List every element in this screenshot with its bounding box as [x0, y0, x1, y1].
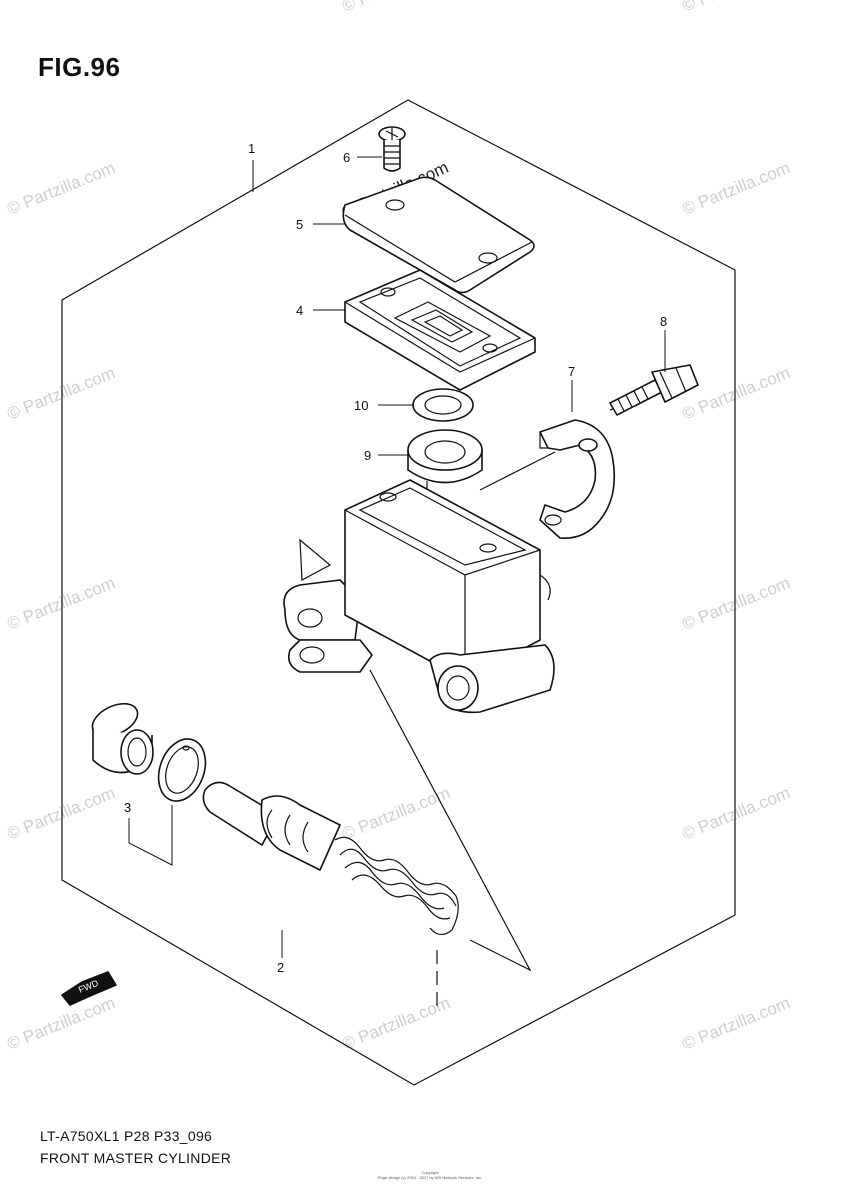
clamp-part-7	[539, 419, 616, 539]
diagram-title: FRONT MASTER CYLINDER	[40, 1150, 232, 1166]
washer-part-10	[412, 388, 474, 422]
watermark: © Partzilla.com	[339, 0, 452, 16]
callout-8: 8	[660, 314, 667, 329]
reservoir-cap-part-5	[342, 176, 535, 294]
watermark: © Partzilla.com	[4, 783, 117, 844]
guide-line	[479, 451, 556, 491]
callout-3: 3	[124, 800, 131, 815]
watermark: © Partzilla.com	[4, 993, 117, 1054]
diaphragm-plate-part-4	[344, 269, 536, 391]
bolt-part-8	[609, 364, 699, 416]
master-cylinder-body	[283, 479, 555, 714]
watermark: © Partzilla.com	[679, 993, 792, 1054]
watermark: © Partzilla.com	[4, 158, 117, 219]
circlip-part-3	[157, 738, 207, 802]
watermark: © Partzilla.com	[679, 158, 792, 219]
copyright-line-1: Copyright	[421, 1170, 439, 1175]
watermark: © Partzilla.com	[339, 993, 452, 1054]
callout-9: 9	[364, 448, 371, 463]
watermark: © Partzilla.com	[679, 783, 792, 844]
watermark: © Partzilla.com	[679, 0, 792, 16]
callout-5: 5	[296, 217, 303, 232]
watermark: © Partzilla.com	[4, 363, 117, 424]
callout-4: 4	[296, 303, 303, 318]
model-code: LT-A750XL1 P28 P33_096	[40, 1128, 213, 1144]
copyright-notice: Copyright Page design (c) 2004 - 2017 by…	[360, 1170, 500, 1180]
watermark: © Partzilla.com	[679, 573, 792, 634]
callout-labels: 1 2 3 4 5 6 7 8 9 10	[124, 141, 667, 975]
watermark: © Partzilla.com	[4, 573, 117, 634]
guide-line	[299, 538, 332, 581]
assembly-outline	[61, 99, 736, 1086]
screw-part-6	[378, 126, 406, 172]
callout-leaders	[128, 156, 666, 958]
seal-part-9	[407, 429, 483, 484]
callout-1: 1	[248, 141, 255, 156]
figure-label: FIG.96	[38, 52, 121, 82]
callout-6: 6	[343, 150, 350, 165]
callout-10: 10	[354, 398, 368, 413]
guide-line	[369, 669, 532, 972]
piston-spring-part-2	[202, 781, 459, 936]
fwd-arrow-icon: FWD	[61, 971, 117, 1006]
watermark: © Partzilla.com	[679, 363, 792, 424]
callout-2: 2	[277, 960, 284, 975]
boot-part-3	[91, 702, 154, 775]
callout-7: 7	[568, 364, 575, 379]
copyright-line-2: Page design (c) 2004 - 2017 by ARI Netwo…	[377, 1175, 483, 1180]
